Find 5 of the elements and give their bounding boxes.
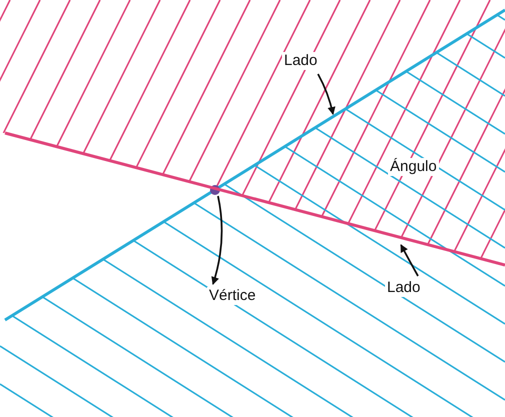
leader-arrow bbox=[317, 74, 336, 115]
leader-arrow bbox=[211, 196, 223, 285]
leader-arrow bbox=[400, 244, 419, 276]
region-label: Ángulo bbox=[388, 158, 439, 176]
angle-side-line bbox=[4, 8, 505, 322]
